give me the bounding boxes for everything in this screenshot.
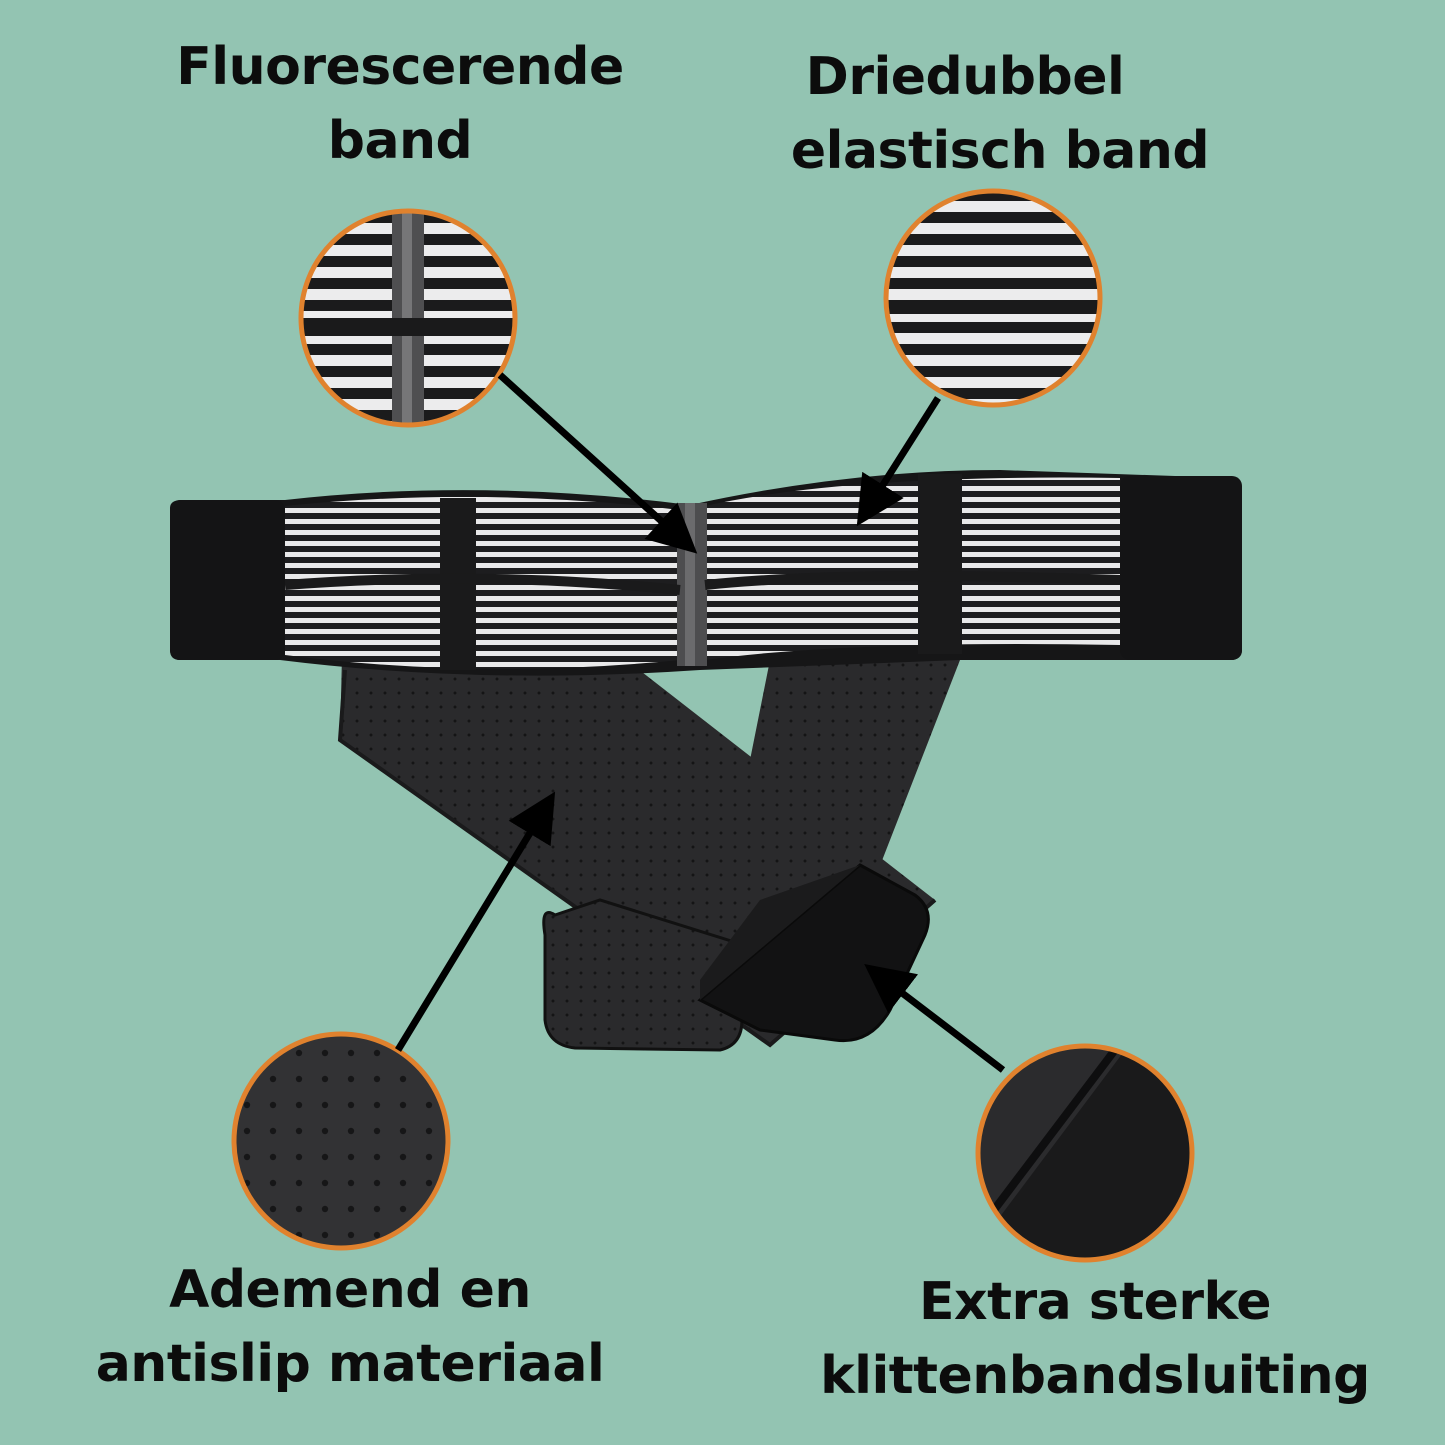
label-breathable-antislip-line1: Ademend en bbox=[169, 1260, 531, 1320]
zoom-velcro-closure bbox=[975, 1043, 1195, 1263]
label-triple-elastic-band-line2: elastisch band bbox=[790, 121, 1210, 181]
label-strong-velcro-closure-line1: Extra sterke bbox=[919, 1272, 1271, 1332]
label-breathable-antislip: Ademend en antislip materiaal bbox=[40, 1253, 660, 1401]
zoom-elastic-band bbox=[883, 188, 1103, 408]
belt-main-band bbox=[170, 470, 1242, 676]
label-breathable-antislip-line2: antislip materiaal bbox=[95, 1334, 605, 1394]
zoom-perforated-fabric bbox=[231, 1031, 451, 1251]
label-fluorescent-band-line2: band bbox=[327, 111, 473, 171]
arrow-to-elastic-band bbox=[856, 396, 941, 527]
arrow-to-velcro-closure bbox=[864, 964, 1006, 1073]
label-triple-elastic-band: Driedubbel elastisch band bbox=[760, 40, 1240, 188]
arrow-to-perforated-fabric bbox=[395, 791, 556, 1052]
label-triple-elastic-band-line1: Driedubbel bbox=[805, 47, 1125, 107]
label-strong-velcro-closure: Extra sterke klittenbandsluiting bbox=[780, 1265, 1410, 1413]
zoom-reflective-strip bbox=[298, 208, 518, 428]
label-strong-velcro-closure-line2: klittenbandsluiting bbox=[820, 1346, 1370, 1406]
label-fluorescent-band: Fluorescerende band bbox=[140, 30, 660, 178]
label-fluorescent-band-line1: Fluorescerende bbox=[176, 37, 624, 97]
pointer-arrows bbox=[395, 372, 1006, 1073]
arrow-to-reflective-strip bbox=[497, 372, 698, 554]
